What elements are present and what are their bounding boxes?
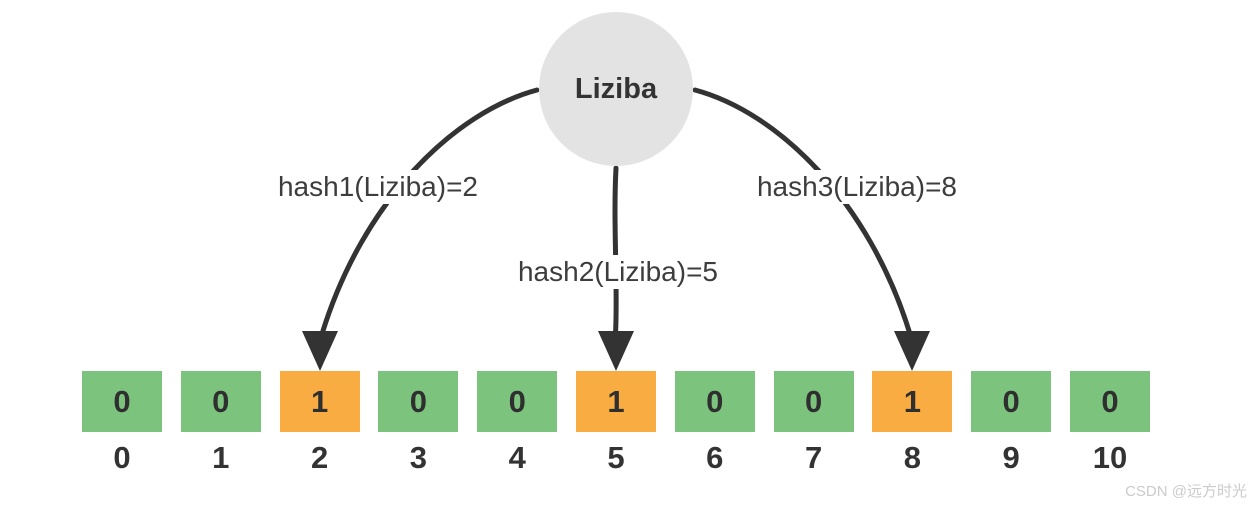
hash1-label: hash1(Liziba)=2 [271, 170, 485, 204]
bit-cell: 0 [971, 371, 1052, 432]
input-node-label: Liziba [574, 72, 658, 105]
index-label: 2 [310, 440, 329, 475]
watermark: CSDN @远方时光 [1125, 483, 1247, 500]
index-row: 0 1 2 3 4 5 6 7 8 9 10 [82, 440, 1150, 476]
index-label: 1 [212, 440, 230, 475]
bit-cell: 0 [378, 371, 459, 432]
index-label: 10 [1092, 440, 1128, 475]
index-label: 4 [508, 440, 526, 475]
hash3-label: hash3(Liziba)=8 [750, 170, 964, 204]
bit-cell: 1 [575, 371, 656, 432]
input-node: Liziba [539, 12, 693, 166]
bit-cell: 0 [674, 371, 755, 432]
bit-cell: 0 [1069, 371, 1150, 432]
arrow-hash2 [612, 165, 619, 337]
bit-cell: 1 [872, 371, 953, 432]
index-label: 3 [409, 440, 428, 475]
arrow-hash3 [692, 87, 913, 337]
bit-cell: 0 [82, 371, 162, 432]
index-label: 7 [804, 440, 823, 475]
bit-cell: 0 [773, 371, 854, 432]
arrowhead-hash3 [894, 331, 930, 371]
arrow-hash1 [319, 87, 540, 337]
bit-cell: 1 [279, 371, 360, 432]
index-label: 6 [706, 440, 724, 475]
arrowhead-hash1 [302, 331, 338, 371]
arrowhead-hash2 [598, 331, 634, 371]
bit-cell: 0 [477, 371, 558, 432]
hash2-label: hash2(Liziba)=5 [511, 255, 725, 289]
index-label: 5 [607, 440, 625, 475]
bit-cell: 0 [180, 371, 261, 432]
index-label: 8 [903, 440, 921, 475]
index-label: 9 [1002, 440, 1020, 475]
index-label: 0 [113, 440, 131, 475]
